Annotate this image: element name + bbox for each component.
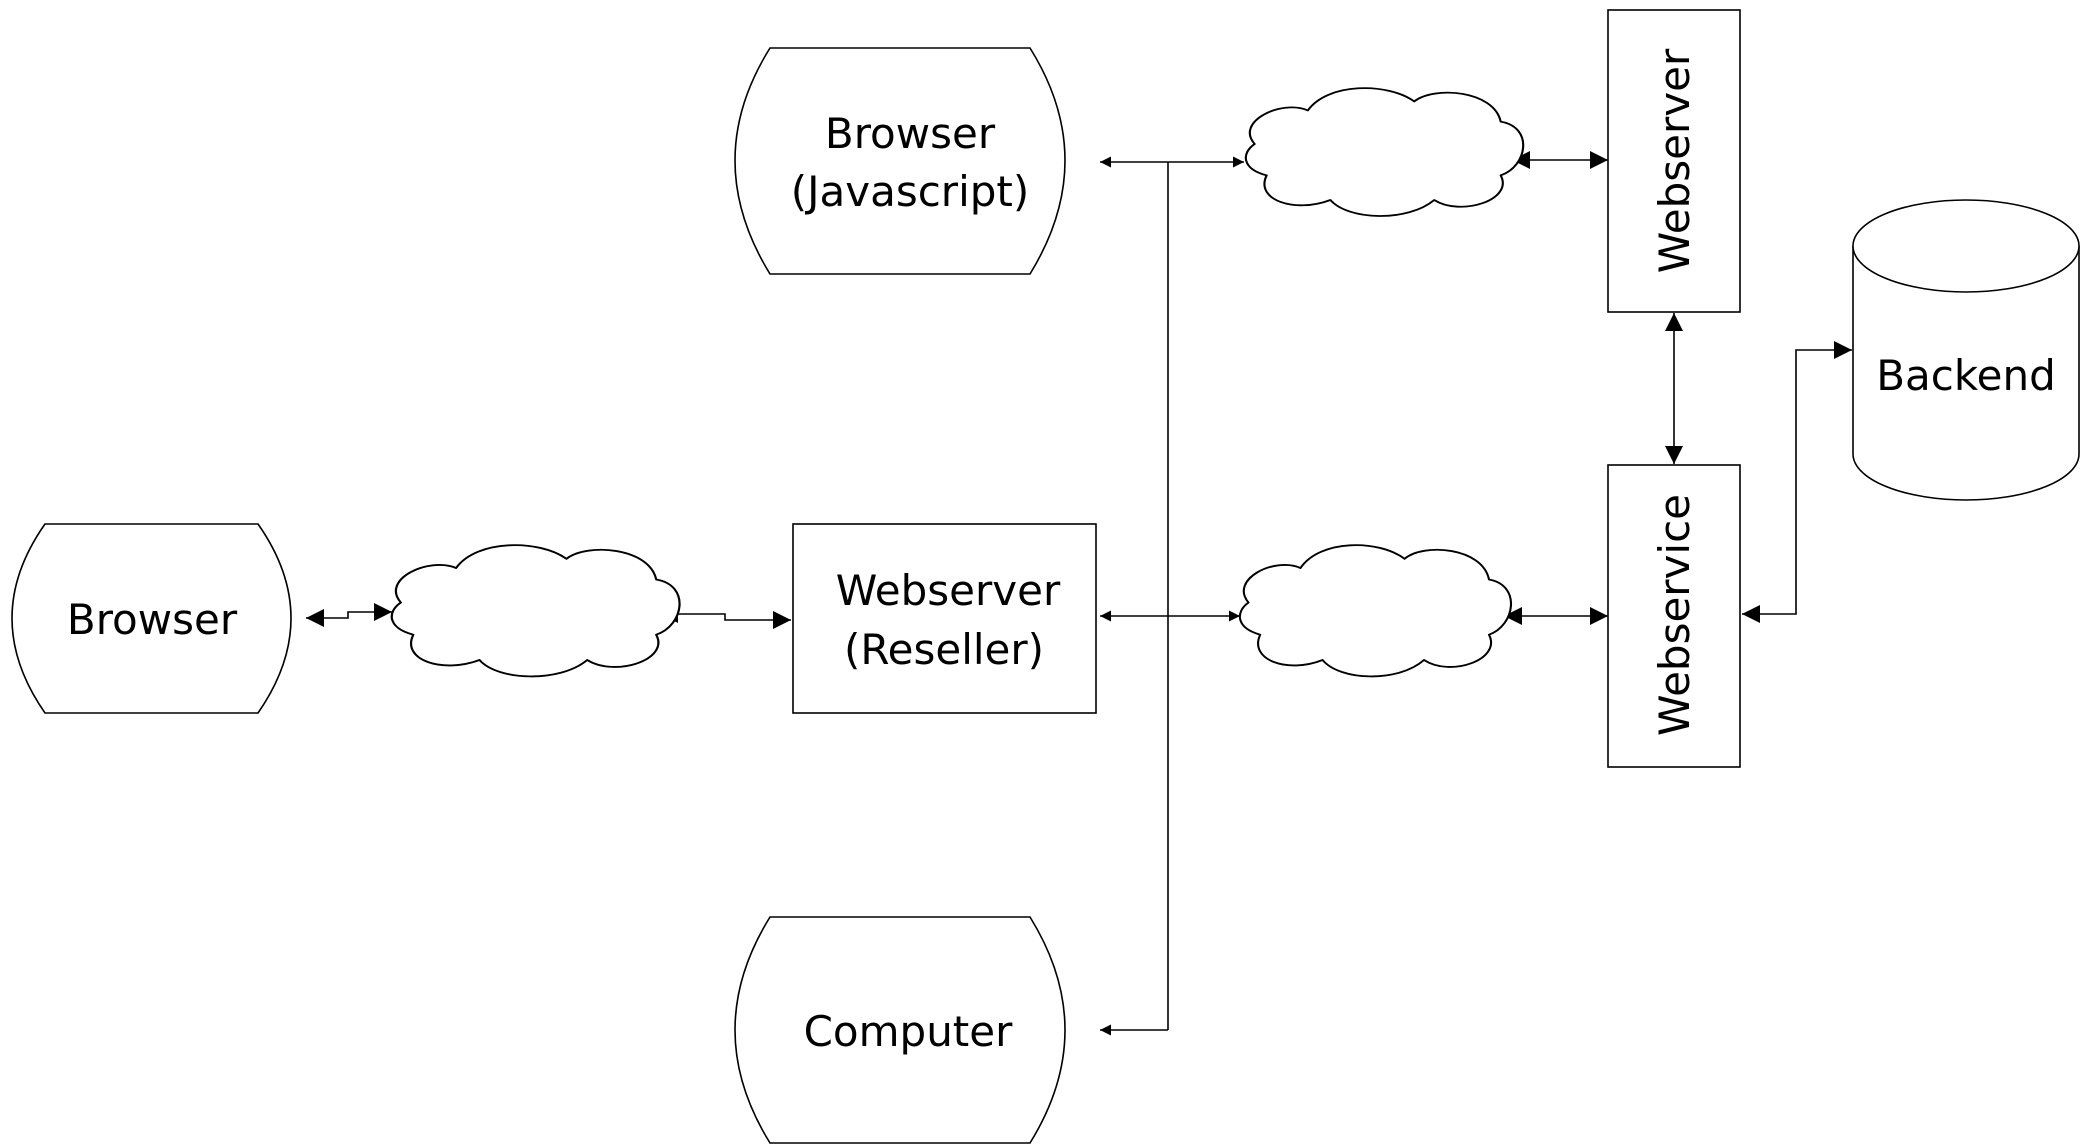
- computer-node: Computer: [734, 916, 1066, 1144]
- browser-javascript-node: Browser (Javascript): [734, 47, 1066, 275]
- browser-node: Browser: [11, 523, 292, 714]
- computer-label: Computer: [804, 1007, 1014, 1056]
- browser-javascript-line1: Browser: [825, 109, 996, 158]
- cloud-icon: [390, 544, 681, 678]
- backend-node: Backend: [1852, 199, 2080, 501]
- cloud-icon: [1244, 87, 1525, 218]
- webservice-node: Webservice: [1607, 464, 1741, 768]
- webserver-node: Webserver: [1607, 9, 1741, 313]
- arrow-browser-cloud-left: [306, 603, 392, 627]
- connectors: [306, 151, 1852, 1036]
- backend-label: Backend: [1876, 351, 2056, 400]
- webserver-label: Webserver: [1650, 48, 1699, 273]
- reseller-line2: (Reseller): [844, 625, 1044, 674]
- cloud-icon: [1238, 544, 1513, 678]
- database-cylinder-icon: [1852, 199, 2080, 293]
- browser-javascript-line2: (Javascript): [791, 167, 1030, 216]
- arrow-cloud-left-reseller: [660, 605, 791, 629]
- reseller-line1: Webserver: [836, 566, 1061, 615]
- reseller-webserver-node: Webserver (Reseller): [792, 523, 1097, 714]
- browser-label: Browser: [67, 595, 238, 644]
- arrow-webservice-backend: [1742, 341, 1852, 623]
- webservice-label: Webservice: [1650, 494, 1699, 736]
